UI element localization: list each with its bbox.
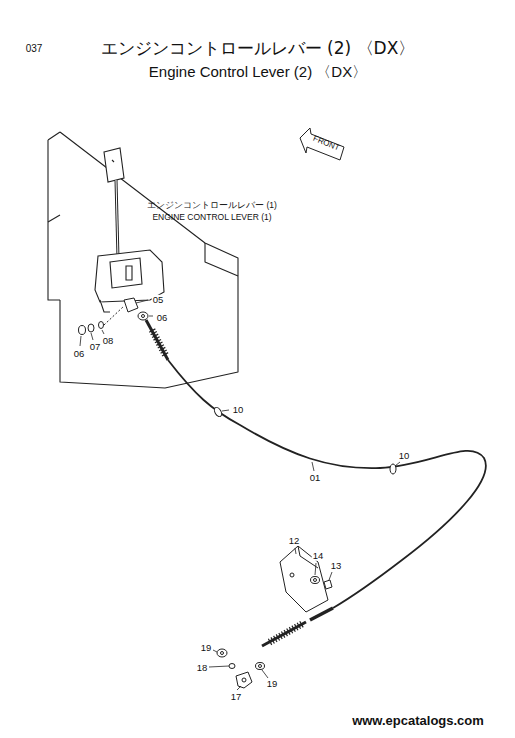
callout-number: 01 bbox=[309, 473, 322, 483]
page-number: 037 bbox=[26, 43, 43, 54]
page-title: エンジンコントロールレバー (2) 〈DX〉 bbox=[101, 39, 416, 58]
callout-number: 10 bbox=[398, 451, 411, 461]
callout-number: 13 bbox=[330, 561, 343, 571]
cable-bracket bbox=[280, 546, 332, 612]
callout-number: 10 bbox=[232, 405, 245, 415]
control-cable bbox=[146, 320, 486, 646]
callout-number: 06 bbox=[156, 313, 169, 323]
callout-number: 06 bbox=[73, 349, 86, 359]
direction-label: FRONT bbox=[312, 135, 341, 153]
callout-number: 12 bbox=[288, 536, 301, 546]
leader-lines bbox=[80, 300, 400, 690]
part-reference: ENGINE CONTROL LEVER (1) bbox=[152, 213, 271, 222]
callout-number: 08 bbox=[102, 336, 115, 346]
front-arrow bbox=[300, 128, 344, 160]
callout-number: 17 bbox=[230, 692, 243, 702]
console-panel bbox=[48, 132, 238, 388]
callout-number: 05 bbox=[152, 295, 165, 305]
upper-cable-fittings bbox=[79, 298, 149, 335]
callout-number: 19 bbox=[266, 679, 279, 689]
part-reference: エンジンコントロールレバー (1) bbox=[147, 201, 277, 210]
callout-number: 19 bbox=[200, 643, 213, 653]
callout-number: 07 bbox=[89, 342, 102, 352]
watermark: www.epcatalogs.com bbox=[352, 714, 484, 728]
callout-number: 14 bbox=[312, 551, 325, 561]
callout-number: 18 bbox=[196, 663, 209, 673]
lower-cable-fittings bbox=[217, 649, 265, 688]
engine-control-lever bbox=[95, 148, 164, 312]
page-title-english: Engine Control Lever (2) 〈DX〉 bbox=[149, 64, 367, 81]
cable-clamps bbox=[213, 406, 396, 474]
